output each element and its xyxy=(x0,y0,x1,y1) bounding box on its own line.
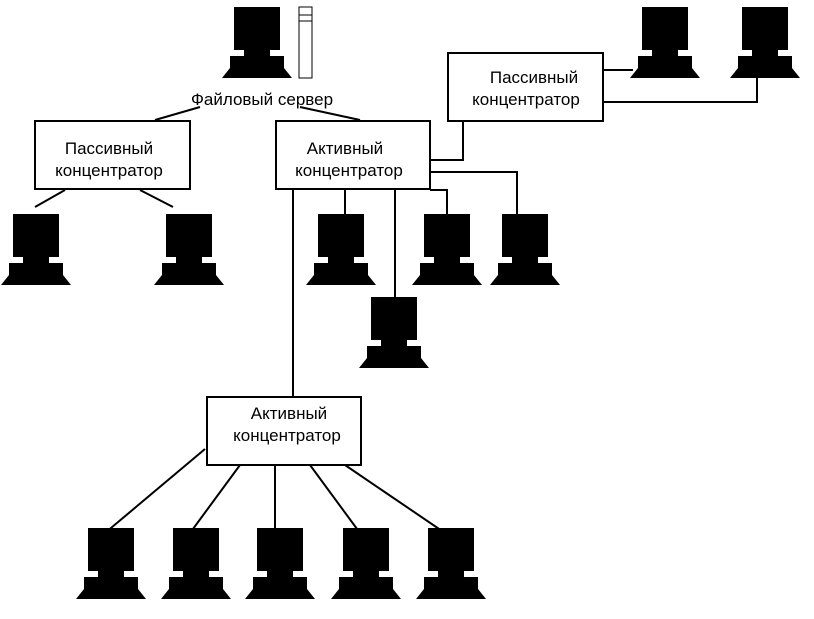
hub-name-label: концентратор xyxy=(55,161,163,180)
computer-icon xyxy=(306,214,376,285)
hub-name-label: концентратор xyxy=(472,90,580,109)
hub-active-bottom: Активный концентратор xyxy=(206,396,362,466)
computer-icon xyxy=(245,528,315,599)
computer-icon xyxy=(359,297,429,368)
hub-active-top: Активный концентратор xyxy=(275,120,431,190)
computer-icon xyxy=(630,7,700,78)
hub-type-label: Пассивный xyxy=(65,139,153,158)
computer-icon xyxy=(730,7,800,78)
file-server-label: Файловый сервер xyxy=(191,90,333,109)
computer-icon xyxy=(331,528,401,599)
hub-type-label: Активный xyxy=(307,139,383,158)
connection-lines xyxy=(34,69,758,534)
computer-icon xyxy=(412,214,482,285)
hub-name-label: концентратор xyxy=(295,161,403,180)
hub-type-label: Активный xyxy=(251,404,327,423)
hub-type-label: Пассивный xyxy=(490,68,578,87)
computer-icon xyxy=(490,214,560,285)
computer-icon xyxy=(154,214,224,285)
computer-icon xyxy=(416,528,486,599)
hub-passive-right: Пассивный концентратор xyxy=(447,52,604,122)
computer-icon xyxy=(161,528,231,599)
computer-icon xyxy=(76,528,146,599)
computer-icon xyxy=(1,214,71,285)
hub-passive-left: Пассивный концентратор xyxy=(34,120,191,190)
hub-name-label: концентратор xyxy=(233,426,341,445)
file-server-icon xyxy=(222,6,313,79)
